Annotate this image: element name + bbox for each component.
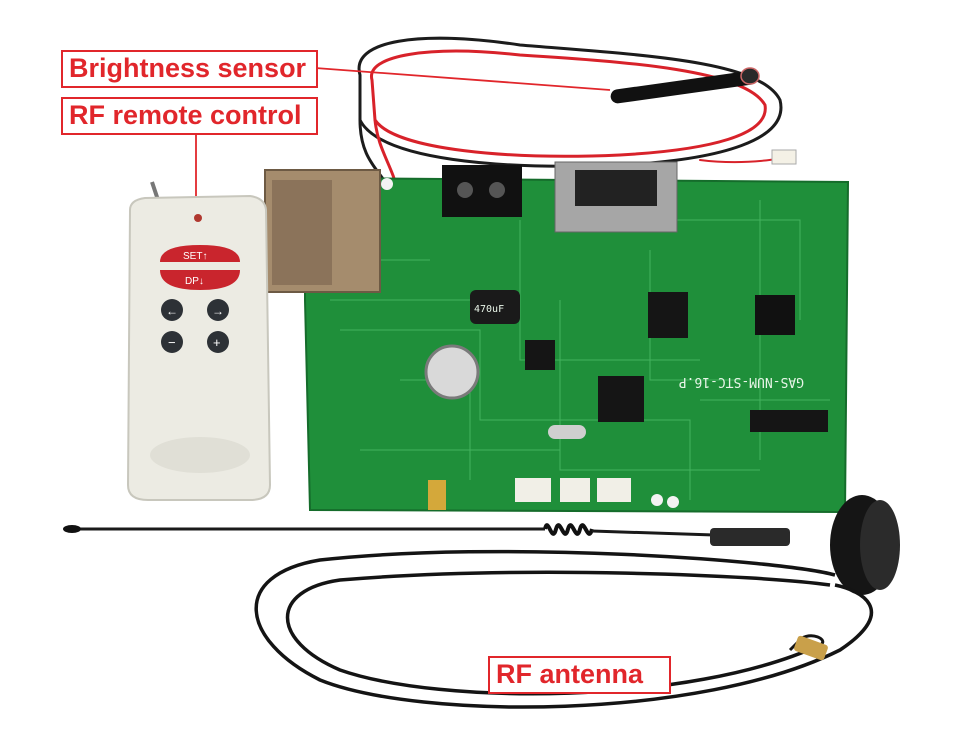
rf-antenna [63,495,900,709]
terminal-screw [457,182,473,198]
ic-chip-dip [750,410,828,432]
jst-connector [515,478,551,502]
left-arrow-icon: ← [166,304,178,318]
jst-connector [597,478,631,502]
plus-button [207,331,229,353]
terminal-screw [489,182,505,198]
sensor-cable [357,36,786,194]
svg-text:SET↑: SET↑ [183,251,207,262]
mcu-chip [598,376,644,422]
rf-remote-control: SET↑ DP↓ ← → − + [126,181,272,501]
minus-button [161,331,183,353]
rf-antenna-callout: RF antenna [488,656,671,694]
led [651,494,663,506]
ic-chip [525,340,555,370]
crystal [548,425,586,439]
brightness-sensor-probe [610,67,760,104]
svg-text:DP↓: DP↓ [185,276,204,287]
set-button: SET↑ [160,245,240,262]
right-arrow-icon: → [212,304,224,318]
rf-remote-control-callout: RF remote control [61,97,318,135]
ic-chip [648,292,688,338]
brightness-leader-line [301,66,611,91]
dp-button: DP↓ [160,270,240,290]
led [667,496,679,508]
sensor-connector [771,149,797,165]
sma-plug [794,635,828,661]
plus-icon: + [213,335,221,350]
db9-shell [575,170,657,206]
capacitor-label: 470uF [474,304,504,315]
pcb-board-label: GAS-NUM-STC-16.P [679,374,804,389]
rj45-jack-front [272,180,332,285]
led [381,178,393,190]
electrolytic-capacitor: 470uF [470,290,520,324]
brightness-sensor-callout: Brightness sensor [61,50,318,88]
left-arrow-button [161,299,183,321]
terminal-block [442,165,522,217]
ic-chip [755,295,795,335]
jst-connector [560,478,590,502]
minus-icon: − [168,335,176,350]
coin-cell-battery [424,344,480,400]
right-arrow-button [207,299,229,321]
sma-connector [428,480,446,510]
